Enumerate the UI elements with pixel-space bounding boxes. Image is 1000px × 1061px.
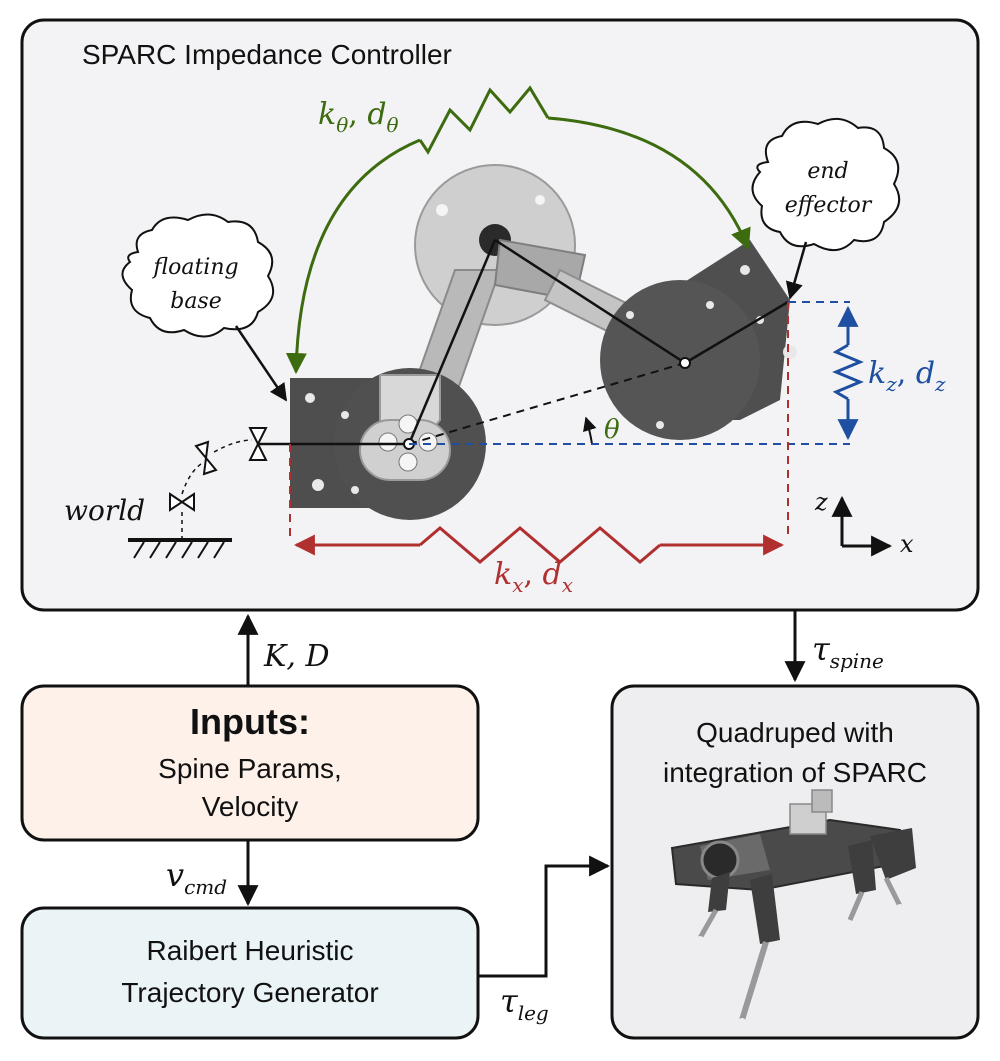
inputs-title: Inputs:: [190, 701, 310, 742]
axes-icon: [831, 495, 893, 557]
virtual-joints: [169, 427, 268, 540]
inputs-line1: Spine Params,: [158, 753, 342, 784]
quadruped-line1: Quadruped with: [696, 717, 894, 748]
end-effector-line2: effector: [785, 193, 873, 218]
inputs-line2: Velocity: [202, 791, 299, 822]
kz-dz-label: kz, dz: [868, 356, 946, 396]
end-effector-cloud: end effector: [751, 117, 901, 251]
kx-dx-label: kx, dx: [494, 557, 573, 597]
raibert-line1: Raibert Heuristic: [147, 935, 354, 966]
kz-spring: [832, 305, 864, 441]
tau-spine-label: τspine: [812, 630, 884, 673]
kinematic-chain: [258, 238, 789, 450]
theta-label: θ: [604, 415, 620, 445]
ktheta-spring: [285, 85, 751, 375]
tau-leg-label: τleg: [500, 982, 549, 1025]
vcmd-label: vcmd: [166, 856, 227, 899]
axis-x-label: x: [900, 530, 914, 558]
controller-title: SPARC Impedance Controller: [82, 39, 452, 70]
floating-base-line1: floating: [151, 255, 238, 280]
kd-label: K, D: [263, 639, 330, 674]
world-ground: [128, 538, 232, 559]
end-effector-joint: [679, 357, 691, 369]
floating-base-cloud: floating base: [121, 213, 275, 338]
axis-z-label: z: [814, 488, 828, 516]
quadruped-line2: integration of SPARC: [663, 757, 927, 788]
world-label: world: [64, 494, 145, 527]
kx-spring: [293, 526, 785, 564]
raibert-line2: Trajectory Generator: [121, 977, 378, 1008]
ktheta-dtheta-label: kθ, dθ: [318, 97, 399, 137]
inputs-box: [20, 684, 480, 842]
floating-base-line2: base: [170, 289, 222, 314]
tau-leg-arrow: [478, 855, 611, 978]
quadruped-robot-illustration: [670, 789, 916, 1026]
raibert-box: [20, 906, 480, 1040]
end-effector-line1: end: [807, 159, 848, 184]
